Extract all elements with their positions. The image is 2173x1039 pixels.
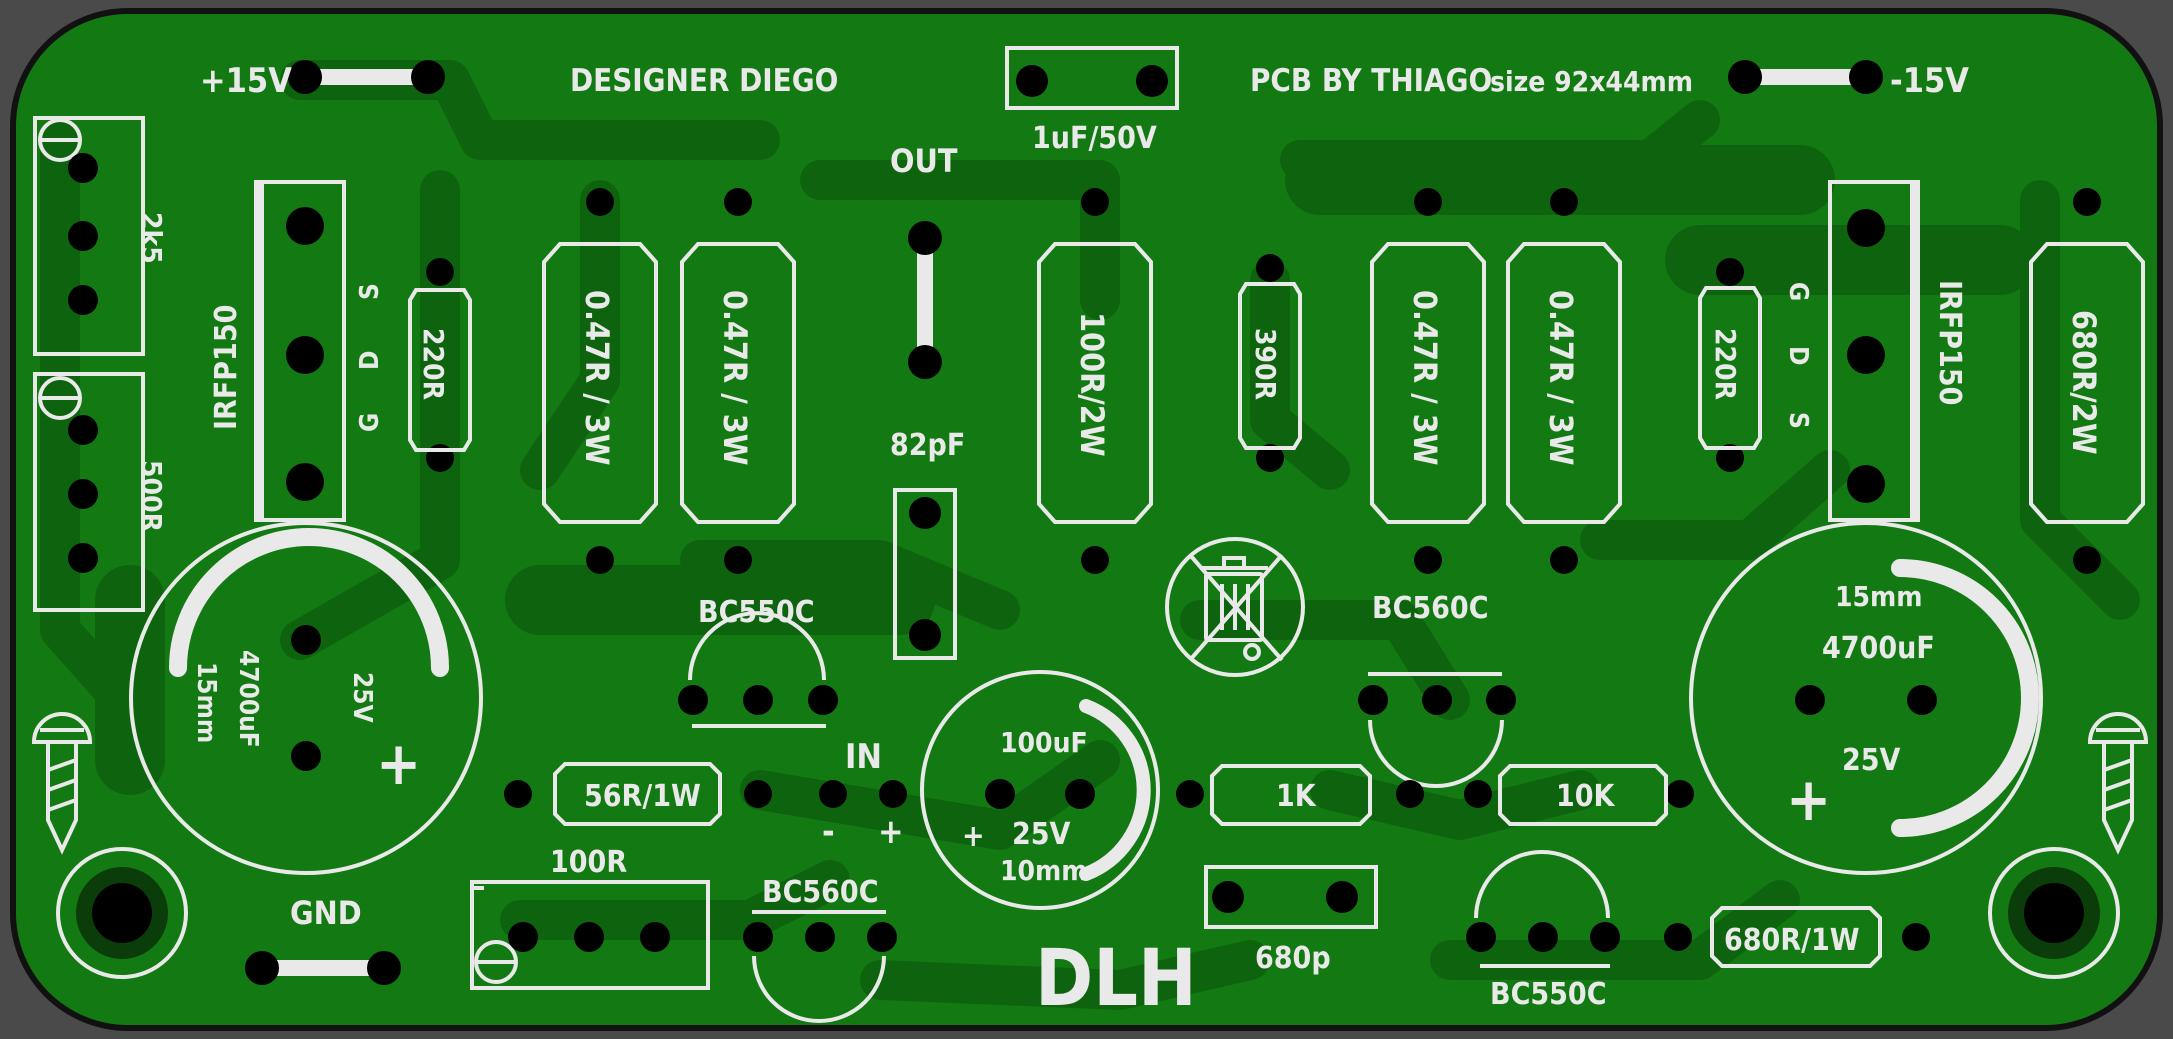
transistor-bc550c-top: BC550C [678,595,838,728]
cap-mid-plus: + [962,819,985,854]
gnd-label: GND [290,894,362,932]
gds-d-label-right: D [1783,346,1813,365]
resistor-100r-2w-label: 100R/2W [1073,312,1111,457]
resistor-680r-2w-label: 680R/2W [2065,310,2103,455]
cap-right-size: 15mm [1835,580,1923,613]
mounting-hole-right [1988,847,2120,979]
resistor-10k: 10K [1464,764,1694,826]
in-minus-label: - [822,812,835,852]
resistor-1k-label: 1K [1276,779,1317,814]
resistor-1k: 1K [1176,764,1424,826]
screw-icon [2087,712,2149,855]
size-label: size 92x44mm [1490,65,1693,98]
transistor-bc560c-bottom: BC560C [743,875,897,1023]
resistor-220r-left-label: 220R [417,328,450,400]
cap-right-plus: + [1786,765,1831,835]
cap-left-size: 15mm [191,662,221,743]
cap-mid-value: 100uF [1000,726,1088,759]
transistor-bc560c-top: BC560C [1358,591,1516,788]
resistor-047-d-label: 0.47R / 3W [1542,290,1580,466]
resistor-047-c: 0.47R / 3W [1370,188,1486,574]
capacitor-82pf: 82pF [890,428,965,660]
trimpot-100r: 100R [470,845,710,990]
plus-15v-label: +15V [200,61,292,101]
transistor-bc550c-bottom: BC550C [1466,850,1620,1012]
cap-left-plus: + [376,729,421,799]
capacitor-82pf-label: 82pF [890,428,965,463]
mosfet-left-label: IRFP150 [209,305,244,430]
resistor-047-d: 0.47R / 3W [1506,188,1622,574]
resistor-047-a: 0.47R / 3W [542,188,658,574]
resistor-680r-1w: 680R/1W [1664,906,1930,968]
resistor-047-a-label: 0.47R / 3W [578,290,616,466]
mosfet-right-label: IRFP150 [1932,280,1967,405]
capacitor-680p: 680p [1204,865,1378,976]
weee-recycle-icon [1165,537,1305,677]
brand-logo: DLH [1035,934,1197,1024]
cap-mid-size: 10mm [1000,854,1088,887]
input-pads [819,780,907,808]
trimpot-2k5: 2k5 [33,116,168,356]
resistor-390r: 390R [1238,254,1302,472]
resistor-680r-1w-label: 680R/1W [1724,923,1860,958]
resistor-220r-right: 220R [1698,258,1762,472]
cap-left-voltage: 25V [347,672,377,723]
designer-label: DESIGNER DIEGO [570,63,838,99]
cap-right-voltage: 25V [1842,743,1901,778]
screw-icon [31,712,93,855]
transistor-bc550c-bottom-label: BC550C [1490,977,1607,1012]
trimpot-500r-label: 500R [135,460,168,532]
trimpot-2k5-label: 2k5 [135,212,168,264]
power-pads-minus [1728,60,1883,94]
gds-d-label: D [355,351,385,370]
in-plus-label: + [878,812,904,852]
transistor-bc560c-bottom-label: BC560C [762,875,879,910]
mosfet-left: IRFP150 S D G [209,180,385,522]
resistor-047-b: 0.47R / 3W [680,188,796,574]
capacitor-4700uf-left: 4700uF 15mm 25V + [129,521,483,875]
resistor-047-b-label: 0.47R / 3W [716,290,754,466]
gds-g-label: G [355,413,385,432]
gds-g-label-right: G [1783,282,1813,301]
capacitor-1uf-label: 1uF/50V [1032,121,1157,156]
mounting-hole-left [56,847,188,979]
in-label: IN [845,737,882,777]
trimpot-100r-label: 100R [550,845,627,880]
resistor-680r-2w: 680R/2W [2029,188,2145,574]
resistor-100r-2w: 100R/2W [1037,188,1153,574]
resistor-10k-label: 10K [1556,779,1616,814]
out-pads [908,221,942,379]
cap-mid-voltage: 25V [1012,817,1071,852]
copper-traces [40,60,2140,1010]
gds-s-label: S [355,283,385,300]
resistor-390r-label: 390R [1249,328,1282,400]
minus-15v-label: -15V [1890,61,1969,101]
pcb-by-label: PCB BY THIAGO [1250,63,1492,99]
cap-left-value: 4700uF [233,650,263,748]
trimpot-500r: 500R [33,372,168,612]
capacitor-1uf: 1uF/50V [1005,46,1179,156]
gnd-pads [245,951,401,985]
mosfet-right: IRFP150 G D S [1783,180,1967,522]
resistor-220r-right-label: 220R [1709,328,1742,400]
resistor-220r-left: 220R [408,258,472,472]
capacitor-680p-label: 680p [1255,941,1331,976]
transistor-bc560c-top-label: BC560C [1372,591,1489,626]
capacitor-4700uf-right: 15mm 4700uF 25V + [1689,521,2043,875]
gds-s-label-right: S [1783,412,1813,429]
resistor-56r-1w: 56R/1W [504,762,772,826]
resistor-56r-1w-label: 56R/1W [584,779,701,814]
resistor-047-c-label: 0.47R / 3W [1406,290,1444,466]
out-label: OUT [890,142,958,180]
power-pads-plus [288,60,445,94]
cap-right-value: 4700uF [1822,631,1935,666]
capacitor-100uf: 100uF + 25V 10mm [920,670,1160,910]
